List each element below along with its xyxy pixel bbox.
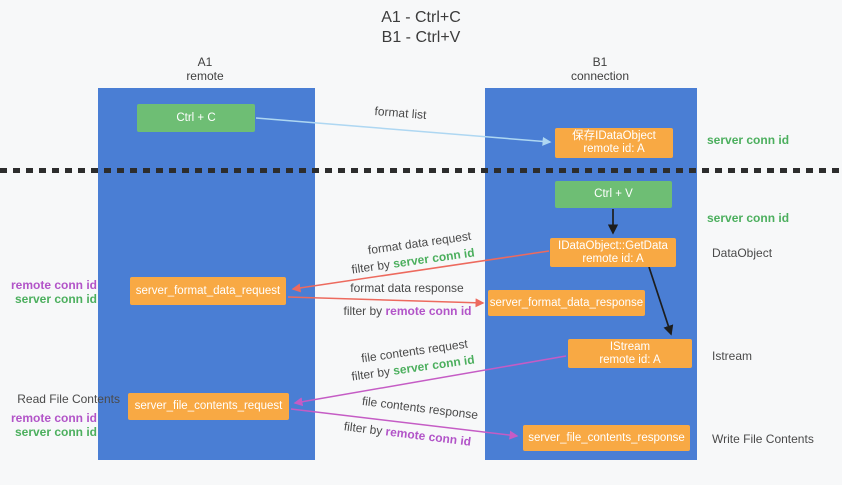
column-header-b1: B1 connection [540,55,660,83]
format-data-request-arrow [291,250,550,293]
format-data-response-label: format data response [350,281,464,295]
server-conn-id-left-bottom: server conn id [14,425,97,439]
ctrl-c-label: Ctrl + C [176,111,216,124]
getdata-line2: remote id: A [582,252,644,265]
server-conn-id-right-mid: server conn id [707,211,790,225]
filter-by-remote-conn-id-label-1: filter by remote conn id [335,304,480,318]
file-contents-request-arrow [293,355,567,407]
getdata-line1: IDataObject::GetData [558,239,668,252]
istream-line1: IStream [609,340,651,353]
istream-node: IStream remote id: A [568,339,692,368]
remote-conn-id-left-top: remote conn id [10,278,97,292]
server-file-contents-response-node: server_file_contents_response [523,425,690,451]
save-dataobject-node: 保存IDataObject remote id: A [555,128,673,158]
ctrl-v-label: Ctrl + V [594,188,633,200]
server-file-contents-response-label: server_file_contents_response [528,431,685,444]
server-conn-id-left-top: server conn id [14,292,97,306]
write-file-contents-label: Write File Contents [712,432,814,446]
column-a1-subtitle: remote [186,69,224,83]
read-file-contents-label: Read File Contents [17,392,120,406]
istream-line2: remote id: A [599,353,661,366]
title-line-1: A1 - Ctrl+C [381,9,461,26]
save-dataobject-line1: 保存IDataObject [572,130,656,142]
server-file-contents-request-node: server_file_contents_request [128,393,289,420]
column-b1-subtitle: connection [570,69,630,83]
ctrl-v-node: Ctrl + V [555,181,672,208]
getdata-node: IDataObject::GetData remote id: A [550,238,676,267]
dotted-separator [0,168,842,173]
format-list-arrow [255,117,552,146]
column-b1-name: B1 [592,55,608,69]
remote-conn-id-left-bottom: remote conn id [10,411,97,425]
istream-side-label: Istream [712,349,753,363]
filter-by-text: filter by [343,304,386,318]
dataobject-label: DataObject [712,246,773,260]
column-header-a1: A1 remote [145,55,265,83]
format-data-response-arrow [287,296,485,308]
server-format-data-response-label: server_format_data_response [489,296,644,309]
title-line-2: B1 - Ctrl+V [381,29,461,46]
diagram-title: A1 - Ctrl+C B1 - Ctrl+V [0,8,842,48]
server-file-contents-request-label: server_file_contents_request [134,400,283,412]
server-format-data-request-node: server_format_data_request [130,277,286,305]
getdata-to-istream-arrow [648,266,674,336]
server-format-data-request-label: server_format_data_request [135,284,281,297]
file-contents-response-arrow [290,408,519,440]
ctrl-c-node: Ctrl + C [137,104,255,132]
remote-conn-id-text: remote conn id [385,304,472,318]
server-format-data-response-node: server_format_data_response [488,290,645,316]
server-conn-id-right-top: server conn id [707,133,790,147]
save-dataobject-line2: remote id: A [583,143,645,155]
column-a1-name: A1 [197,55,213,69]
